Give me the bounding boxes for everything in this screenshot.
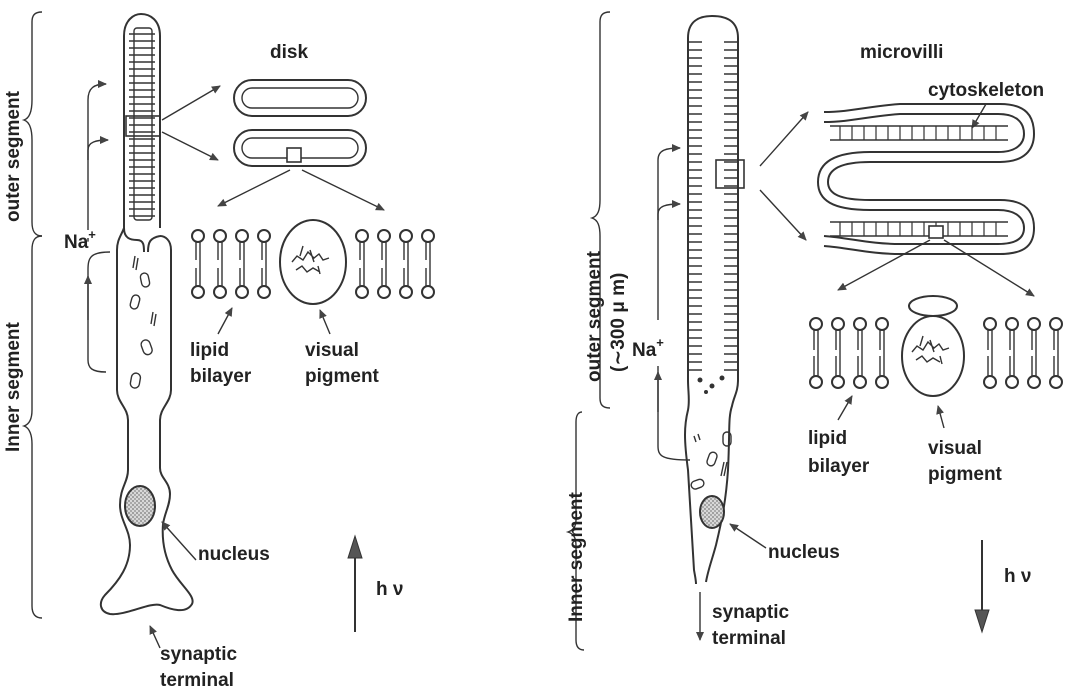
disk-title: disk (270, 42, 308, 63)
outer-segment-bracket: outer segment (3, 12, 42, 236)
light-arrow-down: h ν (975, 540, 1031, 632)
inner-segment-label-right: Inner segment (566, 491, 587, 622)
visual-pigment-right (902, 296, 964, 396)
terminal-label-right-2: terminal (712, 628, 786, 649)
nucleus-pointer-right (730, 524, 766, 548)
inner-segment-label: Inner segment (3, 321, 24, 452)
membrane-zoom-box (287, 148, 301, 162)
microvilli-zoom (818, 104, 1034, 254)
nucleus-right (700, 496, 724, 528)
zoom-arrow-lower (162, 132, 218, 160)
membrane-arrow-left (218, 170, 290, 206)
nucleus-pointer-left (162, 522, 196, 560)
pigment-label-left-2: pigment (305, 366, 380, 387)
membrane-arrow-right (302, 170, 384, 210)
lipid-label-right-1: lipid (808, 428, 847, 449)
light-arrow-up: h ν (348, 536, 403, 632)
inner-segment-bracket-right: Inner segment (566, 412, 587, 650)
terminal-label-right-1: synaptic (712, 602, 790, 623)
lipid-label-left-2: bilayer (190, 366, 252, 387)
microvilli-arrow-lower (760, 190, 806, 240)
sodium-current: Na+ (64, 84, 110, 372)
membrane-arrow-left-right (838, 240, 930, 290)
cytoskeleton-label: cytoskeleton (928, 80, 1044, 101)
mitochondria (129, 256, 156, 389)
nucleus (125, 486, 155, 526)
microvilli-zoom-box (716, 160, 744, 188)
light-label-right: h ν (1004, 566, 1031, 587)
disk-zoom-box (126, 116, 160, 136)
light-label-left: h ν (376, 579, 403, 600)
lipid-bilayer-right (356, 230, 434, 298)
lipid-bilayer-left (192, 230, 270, 298)
terminal-label-left-2: terminal (160, 670, 234, 691)
pigment-label-right-1: visual (928, 438, 982, 459)
lipid-bilayer-right-left (810, 318, 888, 388)
lipid-label-left-1: lipid (190, 340, 229, 361)
nucleus-label-right: nucleus (768, 542, 840, 563)
terminal-pointer-left (150, 626, 160, 648)
lipid-bilayer-right-right (984, 318, 1062, 388)
disk-stack (126, 28, 160, 220)
pigment-label-right-2: pigment (928, 464, 1003, 485)
microvilli-title: microvilli (860, 42, 943, 63)
na-label: Na+ (64, 227, 96, 253)
terminal-label-left-1: synaptic (160, 644, 238, 665)
microvilli-arrow-upper (760, 112, 808, 166)
lipid-label-right-2: bilayer (808, 456, 870, 477)
sodium-current-right: Na+ (632, 148, 690, 460)
outer-segment-size-right: (∼300 μ m) (608, 273, 629, 372)
organelles-right (690, 376, 731, 491)
outer-segment-label: outer segment (3, 90, 24, 222)
pigment-pointer-right (938, 406, 944, 428)
na-label-right: Na+ (632, 335, 664, 361)
membrane-arrow-right-right (944, 240, 1034, 296)
right-panel: outer segment (∼300 μ m) Inner segment (566, 12, 1062, 650)
pigment-pointer-left (320, 310, 330, 334)
membrane-zoom-box-right (929, 226, 943, 238)
visual-pigment-left (280, 220, 346, 304)
outer-segment-label-right: outer segment (584, 250, 605, 382)
lipid-pointer-right (838, 396, 852, 420)
pigment-label-left-1: visual (305, 340, 359, 361)
cytoskeleton-pointer (972, 104, 986, 128)
left-panel: outer segment Inner segment (3, 12, 434, 691)
nucleus-label-left: nucleus (198, 544, 270, 565)
lipid-pointer-left (218, 308, 232, 334)
disk-zoom (234, 80, 366, 166)
inner-segment-bracket: Inner segment (3, 236, 42, 618)
zoom-arrow-upper (162, 86, 220, 120)
outer-segment-bracket-right: outer segment (∼300 μ m) (584, 12, 629, 408)
